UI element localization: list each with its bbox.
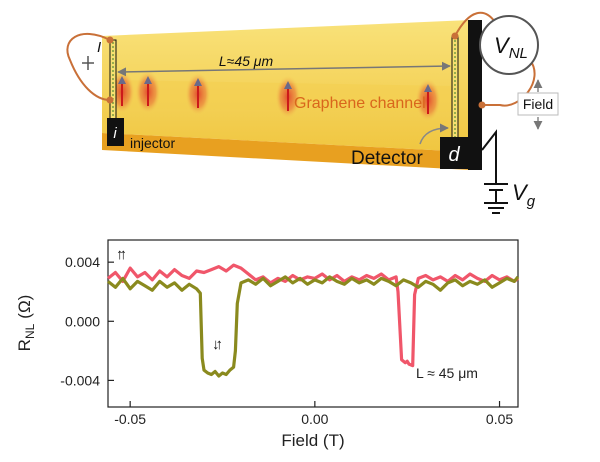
- injector-label: injector: [130, 135, 175, 151]
- y-axis-label-unit: (Ω): [15, 295, 34, 319]
- y-axis-label: RNL (Ω): [15, 295, 37, 352]
- field-label: Field: [523, 96, 553, 112]
- channel-label: Graphene channel: [294, 95, 426, 112]
- gate-sub: g: [527, 193, 536, 210]
- device-schematic: i injector d Detector L≈45 μm Graphene c…: [66, 11, 559, 214]
- tick-layer: -0.05 0.00 0.05 0.004 0.000 -0.004: [60, 254, 513, 427]
- injector-letter: i: [113, 125, 117, 142]
- voltmeter-sub: NL: [509, 45, 528, 62]
- voltmeter-contact-b: [478, 101, 486, 109]
- series-layer: [107, 263, 520, 378]
- voltmeter-circle: [479, 15, 539, 75]
- injector-pad: [107, 118, 124, 146]
- spin-arrow-head: [194, 78, 202, 86]
- x-tick-label: 0.05: [486, 411, 513, 427]
- detector-label: Detector: [351, 148, 423, 169]
- series-line-2: [107, 275, 520, 378]
- y-axis-label-main: R: [15, 339, 34, 351]
- spin-arrow-head: [118, 76, 126, 84]
- antiparallel-marker: ↓↑: [212, 336, 222, 353]
- slab-front-face: [102, 133, 470, 170]
- current-label: I: [97, 39, 101, 56]
- length-arrow: [117, 61, 451, 77]
- x-tick-label: 0.00: [301, 411, 328, 427]
- y-tick-label: -0.004: [60, 372, 100, 388]
- spin-arrow-head: [144, 76, 152, 84]
- voltmeter-contact-a: [451, 32, 459, 40]
- gate-main: V: [512, 180, 529, 205]
- spin-arrow-head: [424, 84, 432, 92]
- length-annotation: L ≈ 45 μm: [416, 365, 478, 381]
- current-wire: [66, 33, 111, 101]
- spin-arrow-head: [284, 81, 292, 89]
- plot-frame: [107, 239, 519, 408]
- gate-label: Vg: [512, 180, 536, 210]
- y-tick-label: 0.000: [65, 313, 100, 329]
- voltmeter-label: VNL: [494, 33, 528, 62]
- voltmeter-main: V: [494, 33, 511, 58]
- current-contact-bottom: [106, 96, 114, 104]
- detector-letter: d: [448, 144, 460, 166]
- gate-wire: [481, 129, 497, 183]
- field-box: [517, 92, 559, 116]
- y-axis-label-sub: NL: [23, 323, 37, 339]
- current-contact-top: [106, 36, 114, 44]
- detector-pad: [440, 137, 468, 169]
- detector-pointer: [419, 123, 449, 145]
- y-tick-label: 0.004: [65, 254, 100, 270]
- x-axis-label: Field (T): [281, 431, 344, 450]
- parallel-marker: ↑↑: [116, 246, 126, 263]
- right-contact-bar: [468, 20, 482, 170]
- length-label: L≈45 μm: [219, 53, 274, 69]
- x-tick-label: -0.05: [114, 411, 146, 427]
